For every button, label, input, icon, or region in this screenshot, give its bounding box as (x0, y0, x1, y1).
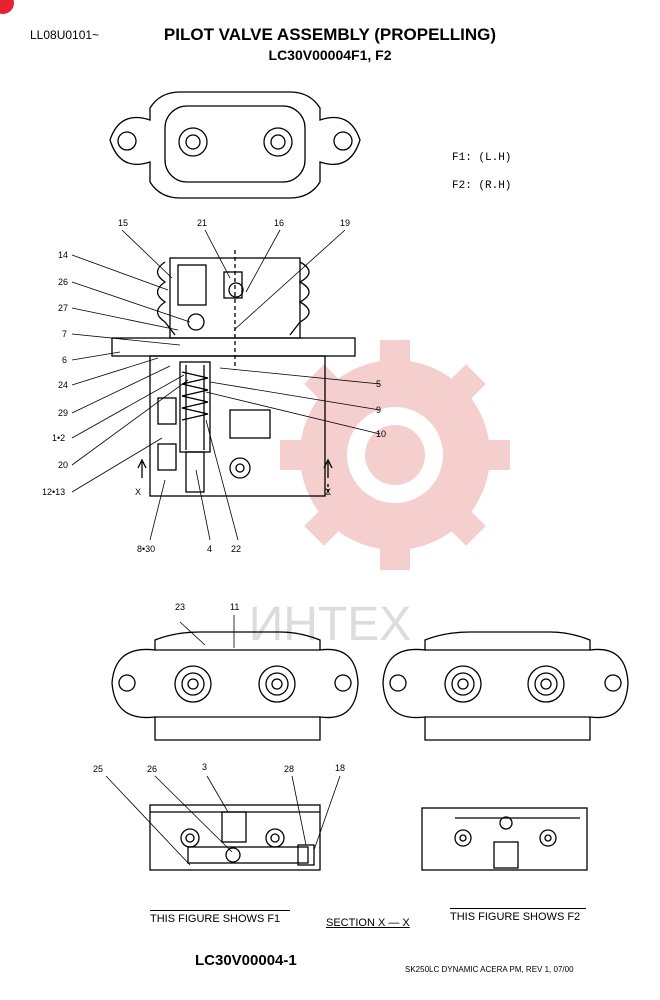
label-18: 18 (335, 763, 345, 773)
label-28: 28 (284, 764, 294, 774)
label-29: 29 (58, 408, 68, 418)
label-3: 3 (202, 762, 207, 772)
footer-revision: SK250LC DYNAMIC ACERA PM, REV 1, 07/00 (405, 965, 574, 974)
label-5: 5 (376, 379, 381, 389)
label-15: 15 (118, 218, 128, 228)
watermark-gear (280, 340, 510, 570)
label-25: 25 (93, 764, 103, 774)
legend-f1: F1: (L.H) (452, 152, 512, 164)
watermark-text: ИНТЕХ (249, 598, 412, 651)
legend-f2: F2: (R.H) (452, 180, 512, 192)
corner-badge (0, 0, 14, 14)
label-24: 24 (58, 380, 68, 390)
label-14: 14 (58, 250, 68, 260)
label-26: 26 (58, 277, 68, 287)
footer-drawing-code: LC30V00004-1 (195, 952, 297, 969)
page-subtitle: LC30V00004F1, F2 (268, 47, 392, 63)
label-20: 20 (58, 460, 68, 470)
label-4: 4 (207, 544, 212, 554)
leader-lines (71, 229, 381, 541)
label-26-bottom: 26 (147, 764, 157, 774)
label-12-13: 12•13 (42, 487, 65, 497)
section-xx-view (105, 775, 341, 871)
label-7: 7 (62, 329, 67, 339)
section-view (111, 250, 356, 497)
label-1-2: 1•2 (52, 433, 65, 443)
plan-view-f1 (111, 615, 359, 741)
label-19: 19 (340, 218, 350, 228)
label-6: 6 (62, 355, 67, 365)
section-marker-x-right: X (325, 487, 331, 497)
label-11: 11 (230, 602, 239, 612)
label-21: 21 (197, 218, 207, 228)
part-labels: 15 21 16 19 14 26 27 7 6 24 29 1•2 20 12… (42, 218, 386, 774)
caption-f2: THIS FIGURE SHOWS F2 (450, 908, 586, 923)
document-code: LL08U0101~ (30, 28, 100, 42)
label-10: 10 (376, 429, 386, 439)
label-22: 22 (231, 544, 241, 554)
label-27: 27 (58, 303, 68, 313)
label-9: 9 (376, 405, 381, 415)
label-23: 23 (175, 602, 185, 612)
section-marker-x-left: X (135, 487, 141, 497)
caption-section: SECTION X — X (326, 917, 410, 929)
plan-view-f2 (382, 631, 629, 741)
top-view (109, 91, 361, 199)
section-f2-view (421, 807, 588, 871)
caption-f1: THIS FIGURE SHOWS F1 (150, 910, 290, 925)
page-title: PILOT VALVE ASSEMBLY (PROPELLING) (163, 25, 497, 44)
label-8-30: 8•30 (137, 544, 155, 554)
label-16: 16 (274, 218, 284, 228)
